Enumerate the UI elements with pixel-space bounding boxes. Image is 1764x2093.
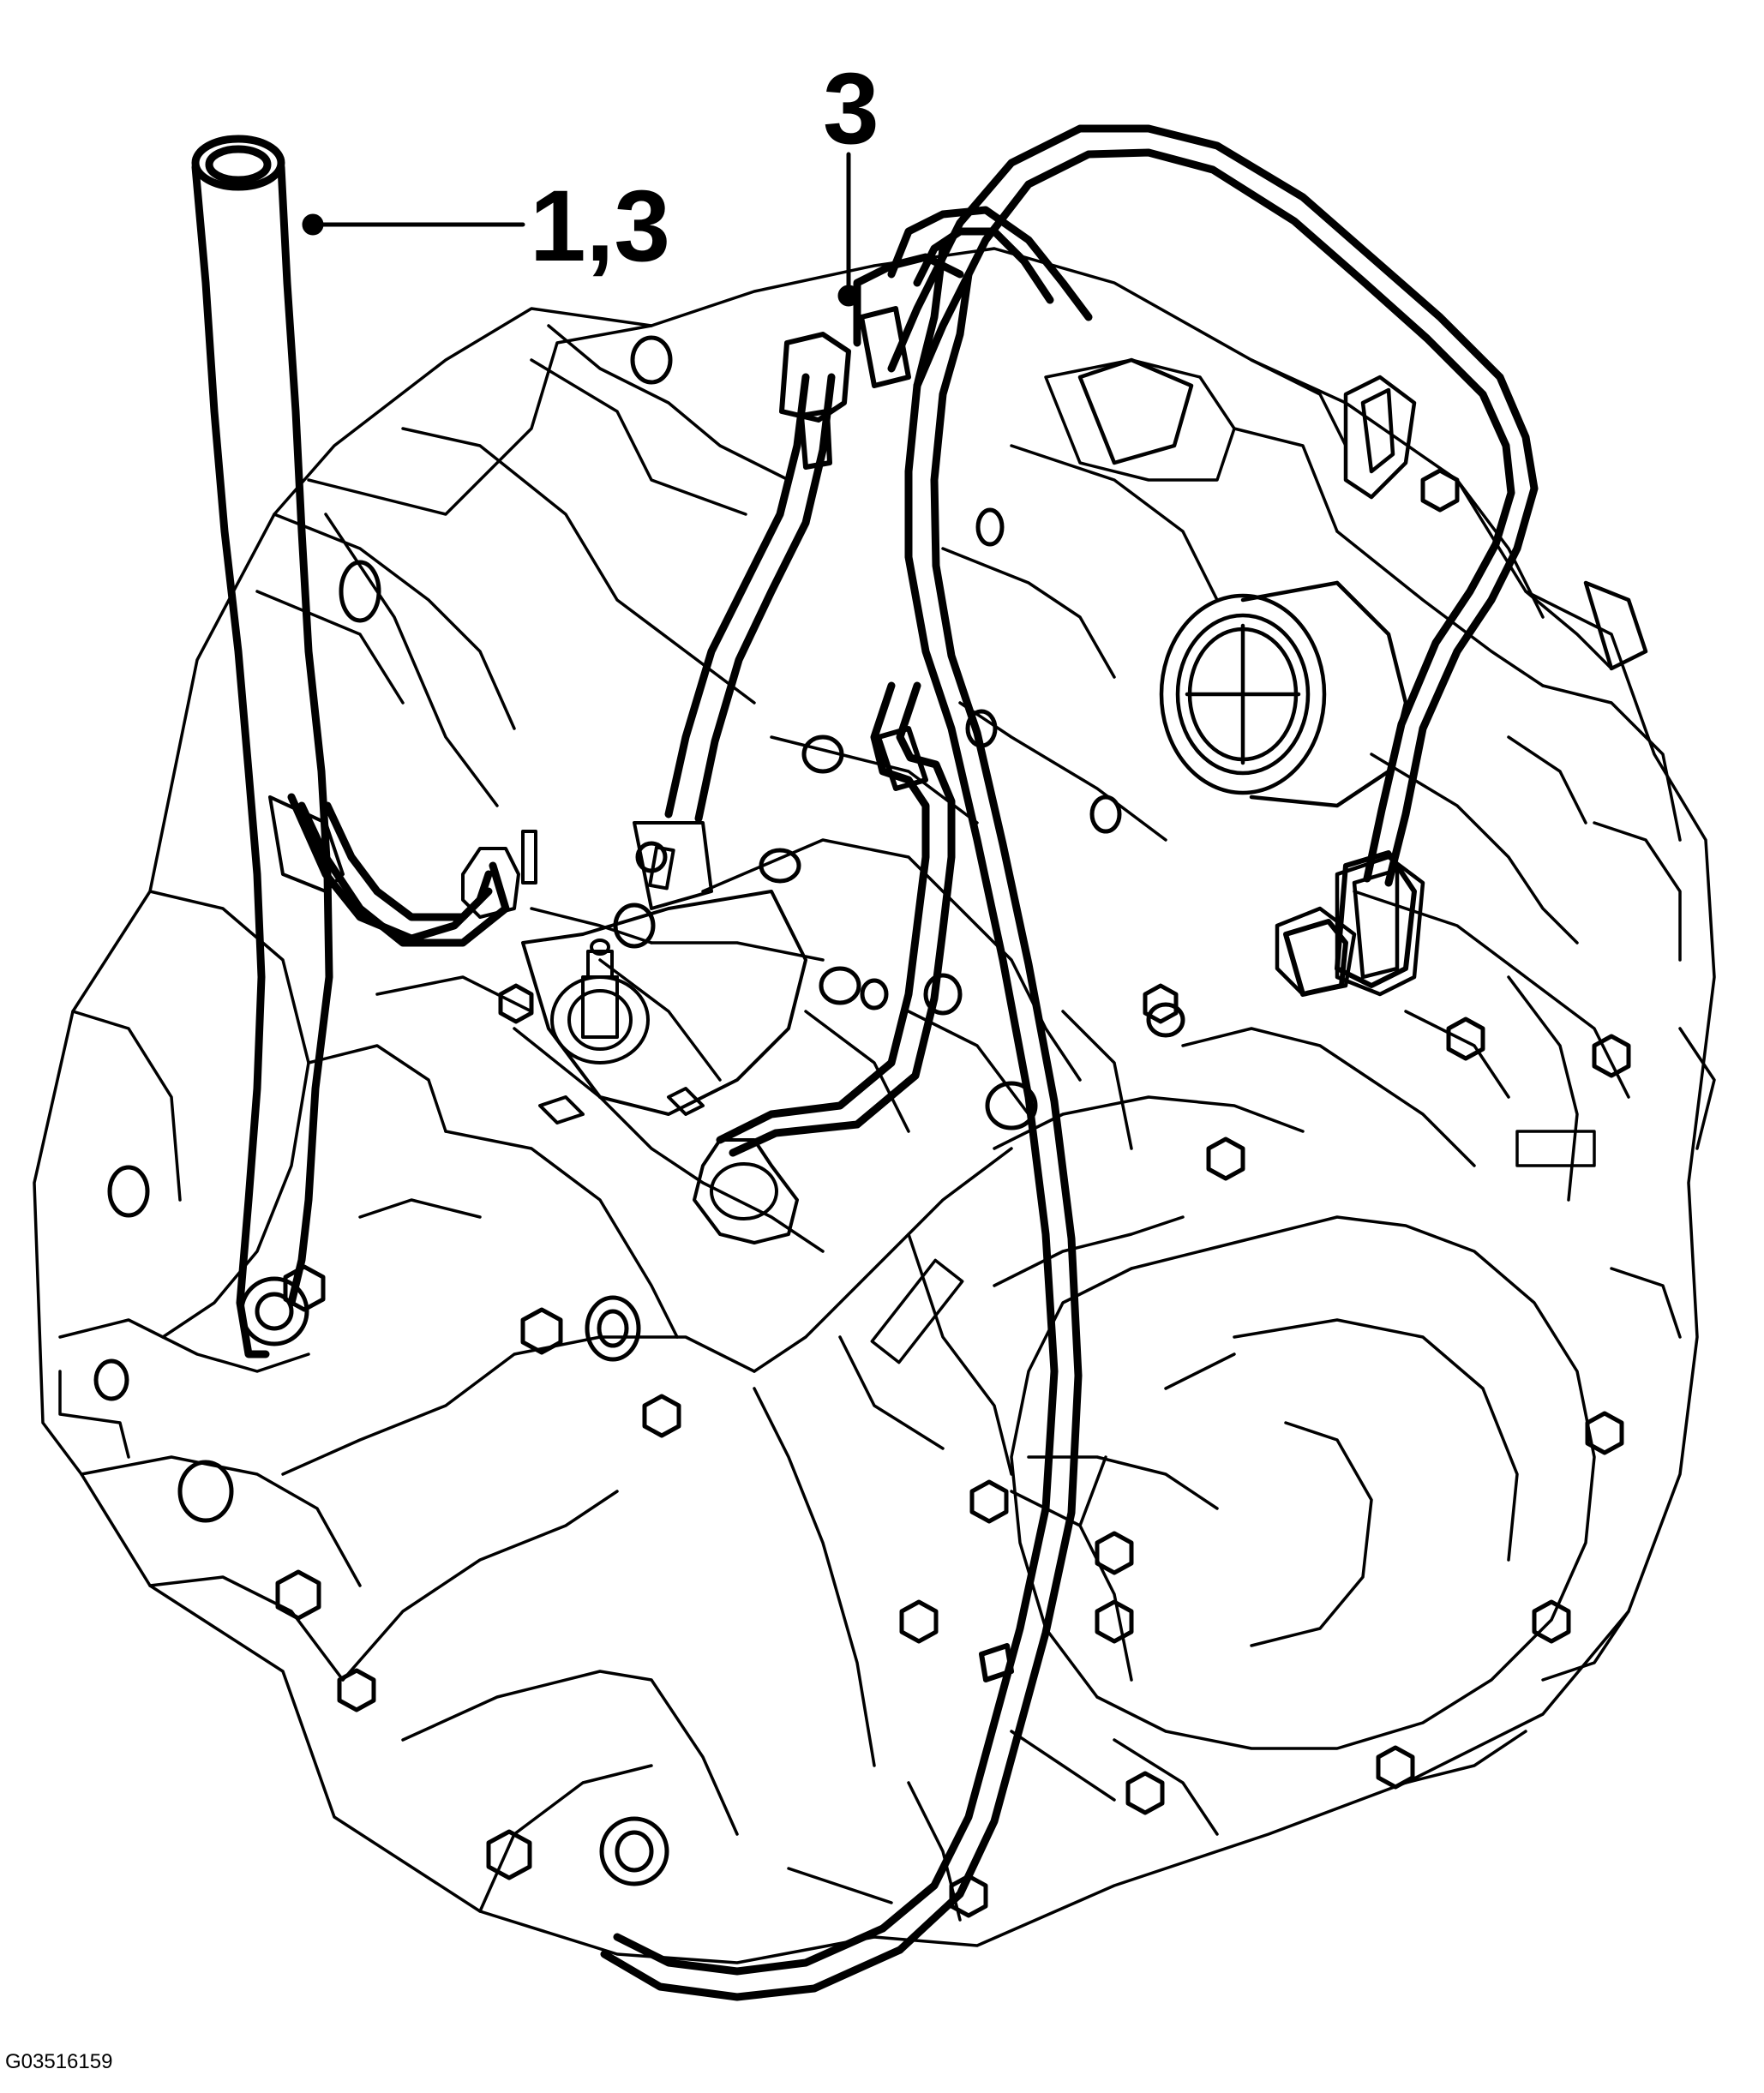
connector-housing: [1077, 357, 1648, 997]
dipstick-tube: [191, 135, 510, 1358]
callout-label-1-3: 1,3: [530, 170, 671, 283]
shift-lever-assembly: [268, 795, 807, 1244]
callout-leaders: [302, 152, 860, 307]
figure-id: G03516159: [5, 2050, 113, 2073]
harness-connectors: [779, 306, 1417, 1682]
wiring-harness: [287, 124, 1539, 2001]
callout-label-3: 3: [823, 52, 879, 165]
bolts: [93, 335, 1631, 1918]
transmission-case: [33, 247, 1716, 1964]
